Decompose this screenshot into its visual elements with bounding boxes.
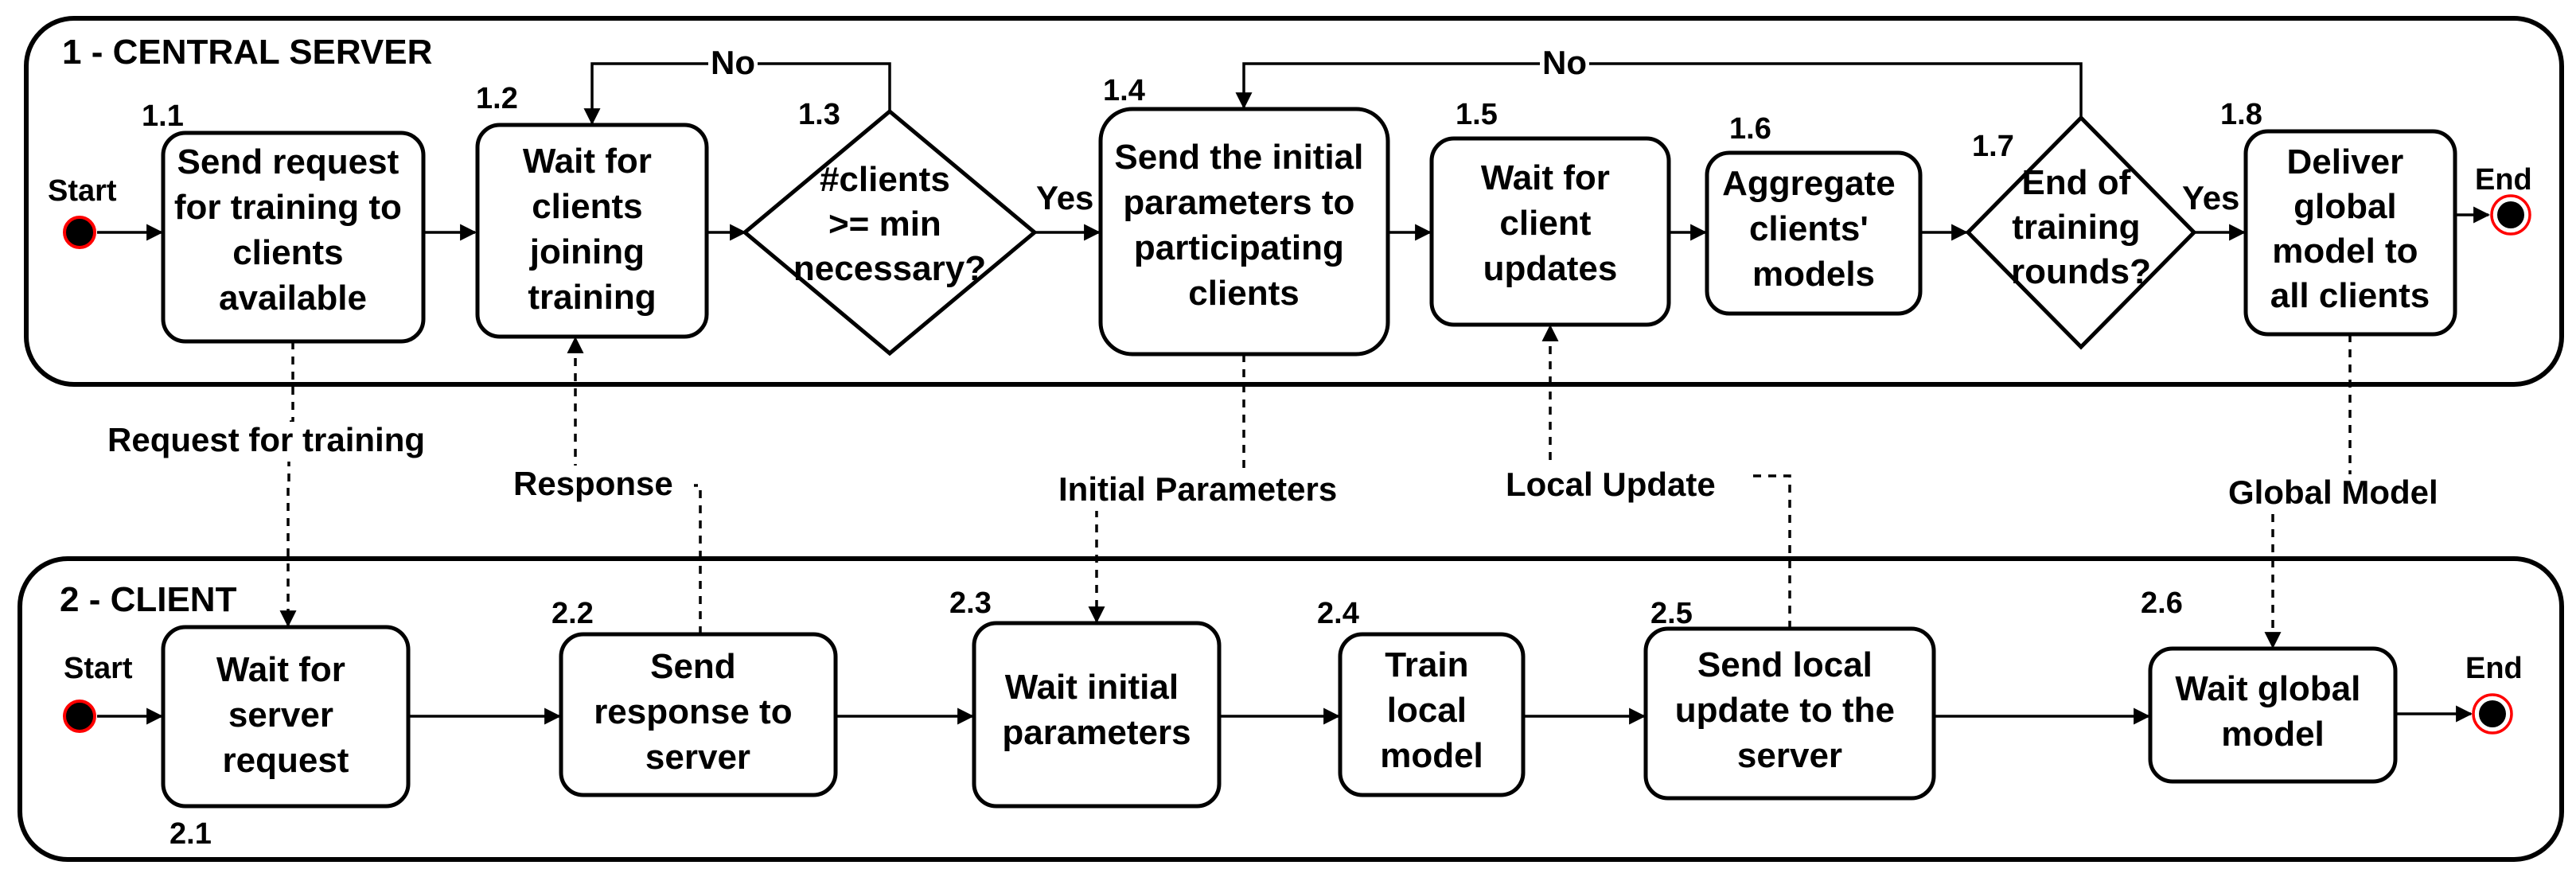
client-end-dot: [2479, 700, 2506, 727]
step-number: 2.6: [2141, 587, 2183, 620]
step-number: 1.1: [142, 99, 184, 133]
label-bg: [1540, 46, 1589, 80]
step-2-2-box: [559, 632, 838, 797]
label-bg: [1502, 466, 1748, 506]
msg-global-label: Global Model: [2228, 474, 2438, 511]
label-bg: [509, 466, 694, 505]
server-start-label: Start: [48, 174, 117, 208]
step-2-6-text: Wait global model: [2175, 669, 2370, 754]
no-label-1-3: No: [711, 44, 755, 81]
step-number: 1.7: [1972, 130, 2014, 163]
client-end-label: End: [2465, 652, 2523, 685]
msg-local-label: Local Update: [1506, 466, 1716, 503]
step-1-8-text: Deliver global model to all clients: [2270, 142, 2430, 315]
step-number: 1.6: [1729, 112, 1771, 146]
step-2-4-text: Train local model: [1380, 645, 1483, 775]
server-start-node: [63, 216, 96, 249]
step-number: 2.4: [1317, 597, 1359, 630]
step-1-6-text: Aggregate clients' models: [1722, 164, 1905, 294]
step-number: 1.3: [798, 98, 840, 131]
label-bg: [1054, 471, 1381, 511]
client-start-node: [63, 700, 96, 733]
step-1-2-text: Wait for clients joining training: [523, 142, 661, 317]
step-number: 2.1: [170, 817, 212, 851]
label-bg: [2224, 474, 2471, 514]
server-end-label: End: [2475, 163, 2532, 197]
msg-request-label: Request for training: [107, 421, 425, 458]
step-1-3-text: #clients >= min necessary?: [793, 160, 986, 288]
step-1-3-decision: [742, 108, 1038, 357]
step-2-3-text: Wait initial parameters: [1002, 668, 1191, 752]
step-number: 2.3: [949, 587, 992, 620]
step-number: 1.8: [2220, 98, 2262, 131]
step-1-1-text: Send request for training to clients ava…: [174, 142, 411, 318]
step-1-7-text: End of training rounds?: [2011, 163, 2151, 291]
client-lane-title: 2 - CLIENT: [60, 580, 237, 619]
no-label-1-7: No: [1542, 44, 1587, 81]
step-1-7-decision: [1965, 115, 2197, 350]
step-1-4-text: Send the initial parameters to participa…: [1114, 138, 1373, 313]
step-number: 2.2: [551, 597, 594, 630]
step-number: 2.5: [1650, 597, 1693, 630]
step-2-5-text: Send local update to the server: [1675, 645, 1904, 775]
yes-label-1-3: Yes: [1036, 179, 1093, 216]
step-number: 1.4: [1103, 74, 1145, 107]
msg-response-label: Response: [513, 465, 673, 502]
client-start-label: Start: [64, 652, 133, 685]
server-lane-title: 1 - CENTRAL SERVER: [62, 33, 432, 72]
label-bg: [103, 422, 477, 462]
msg-request-line: [279, 341, 297, 628]
step-number: 1.2: [476, 82, 518, 115]
label-bg: [708, 46, 758, 80]
yes-label-1-7: Yes: [2182, 179, 2239, 216]
server-end-dot: [2497, 201, 2524, 228]
flow-1-7-no-to-1-4: [1235, 62, 2083, 118]
step-2-1-text: Wait for server request: [216, 650, 355, 780]
step-1-5-text: Wait for client updates: [1481, 158, 1619, 288]
step-2-2-text: Send response to server: [594, 647, 802, 777]
step-2-4-box: [1338, 632, 1526, 797]
msg-initial-label: Initial Parameters: [1058, 470, 1337, 508]
step-number: 1.5: [1456, 98, 1498, 131]
